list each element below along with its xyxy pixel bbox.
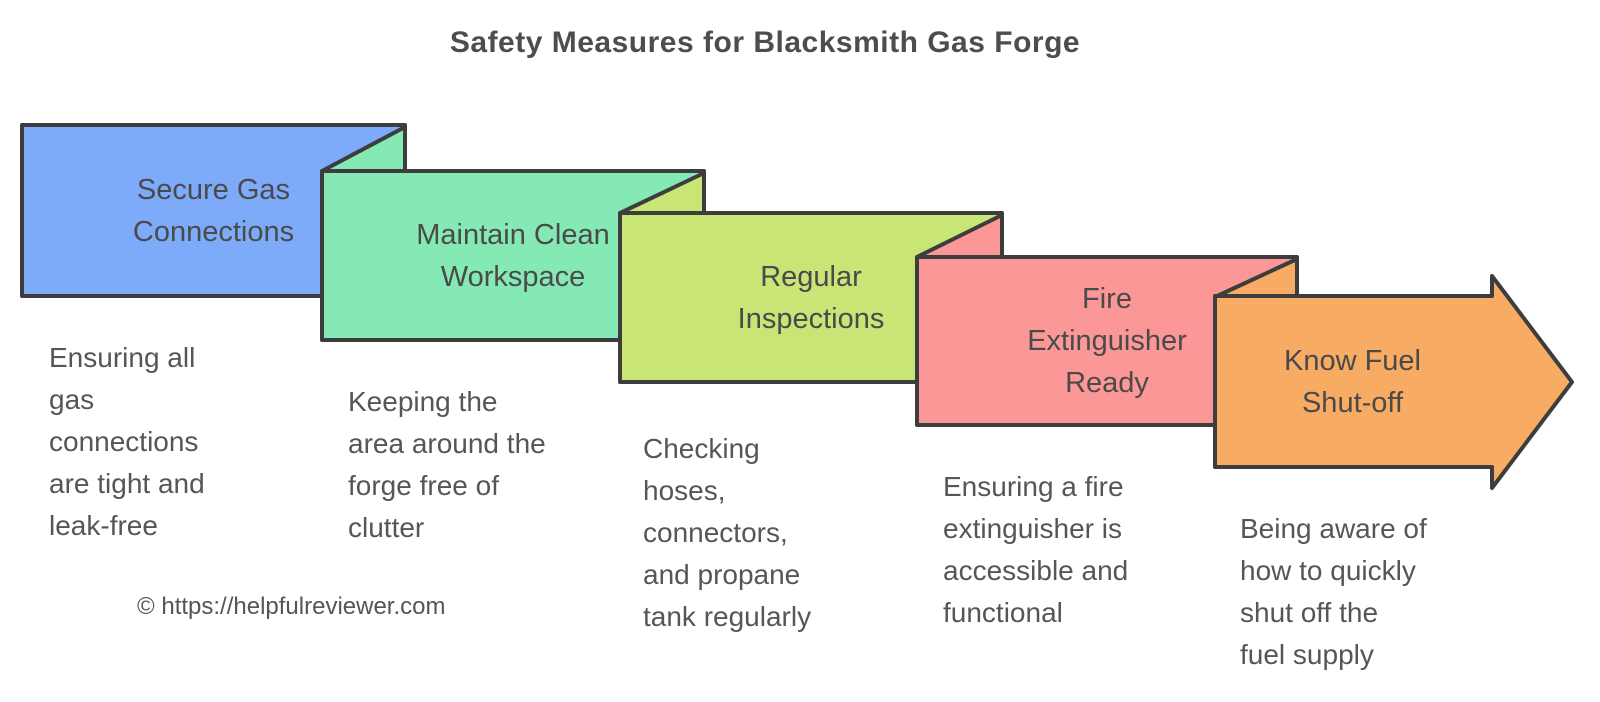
step-4-label: Fire Extinguisher Ready [1027,283,1187,399]
step-2-label: Maintain Clean Workspace [416,218,610,293]
step-2-description: Keeping the area around the forge free o… [348,386,546,543]
diagram-title: Safety Measures for Blacksmith Gas Forge [449,26,1081,59]
step-3-description: Checking hoses, connectors, and propane … [643,433,812,632]
step-1-label: Secure Gas Connections [132,173,295,248]
step-1-description: Ensuring all gas connections are tight a… [49,342,205,541]
step-3-label: Regular Inspections [737,260,885,335]
step-4-description: Ensuring a fire extinguisher is accessib… [943,471,1129,628]
copyright-footer: © https://helpfulreviewer.com [137,593,446,620]
step-5-description: Being aware of how to quickly shut off t… [1240,513,1427,670]
step-5-arrow-shape [1213,274,1574,490]
step-5-label: Know Fuel Shut-off [1283,344,1421,419]
